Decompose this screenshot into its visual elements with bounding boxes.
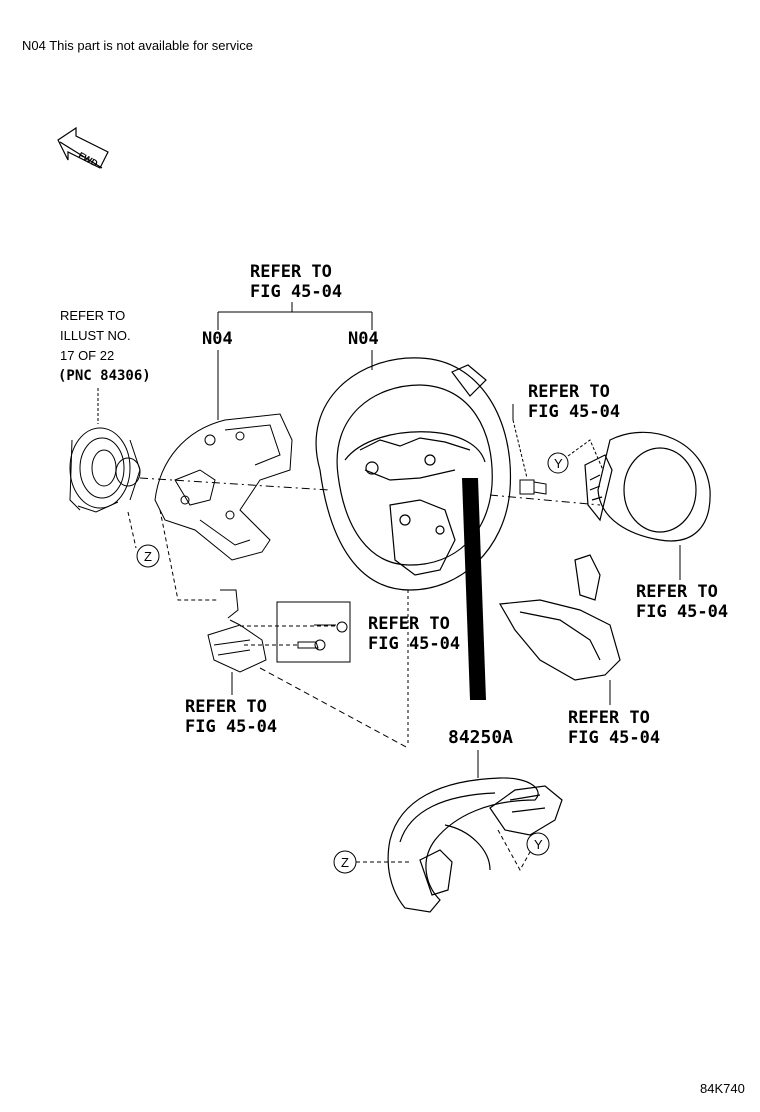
bolt-fig: FIG 45-04 xyxy=(528,402,620,422)
svg-text:Z: Z xyxy=(144,549,152,564)
svg-text:Y: Y xyxy=(534,837,543,852)
switch-fig: FIG 45-04 xyxy=(185,717,277,737)
top-fig: FIG 45-04 xyxy=(250,282,342,302)
pnc: (PNC 84306) xyxy=(58,368,151,384)
svg-text:Y: Y xyxy=(554,456,563,471)
lower-switch-assembly xyxy=(387,777,563,913)
callout-z-lower: Z xyxy=(333,850,357,874)
part-number: 84250A xyxy=(448,727,513,748)
rear-cover-refer-to: REFER TO xyxy=(568,708,650,728)
screw-box xyxy=(276,601,351,663)
rear-cover xyxy=(499,554,621,681)
bolt-refer-to: REFER TO xyxy=(528,382,610,402)
n04-label-left: N04 xyxy=(202,329,233,349)
header-note: N04 This part is not available for servi… xyxy=(22,38,253,53)
steering-wheel xyxy=(315,357,512,591)
horn-bolt xyxy=(519,479,547,495)
switch-connector xyxy=(207,589,267,673)
of-22: 17 OF 22 xyxy=(60,348,114,363)
screw-fig: FIG 45-04 xyxy=(368,634,460,654)
left-refer-to: REFER TO xyxy=(60,308,125,323)
centerlines xyxy=(139,477,601,506)
horn-fig: FIG 45-04 xyxy=(636,602,728,622)
n04-label-right: N04 xyxy=(348,329,379,349)
switch-refer-to: REFER TO xyxy=(185,697,267,717)
top-refer-to: REFER TO xyxy=(250,262,332,282)
fwd-arrow-icon xyxy=(57,126,109,169)
illust-no: ILLUST NO. xyxy=(60,328,131,343)
horn-pad xyxy=(584,431,711,542)
spiral-cable xyxy=(69,427,141,513)
screw-refer-to: REFER TO xyxy=(368,614,450,634)
horn-refer-to: REFER TO xyxy=(636,582,718,602)
lower-cover-assembly xyxy=(154,413,293,561)
figure-id: 84K740 xyxy=(700,1081,745,1096)
wheel-leader xyxy=(462,478,486,700)
rear-cover-fig: FIG 45-04 xyxy=(568,728,660,748)
callout-z-left: Z xyxy=(136,544,160,568)
callout-y-lower: Y xyxy=(526,832,550,856)
top-bracket xyxy=(217,302,373,330)
callout-y-upper: Y xyxy=(547,452,569,474)
svg-text:Z: Z xyxy=(341,855,349,870)
